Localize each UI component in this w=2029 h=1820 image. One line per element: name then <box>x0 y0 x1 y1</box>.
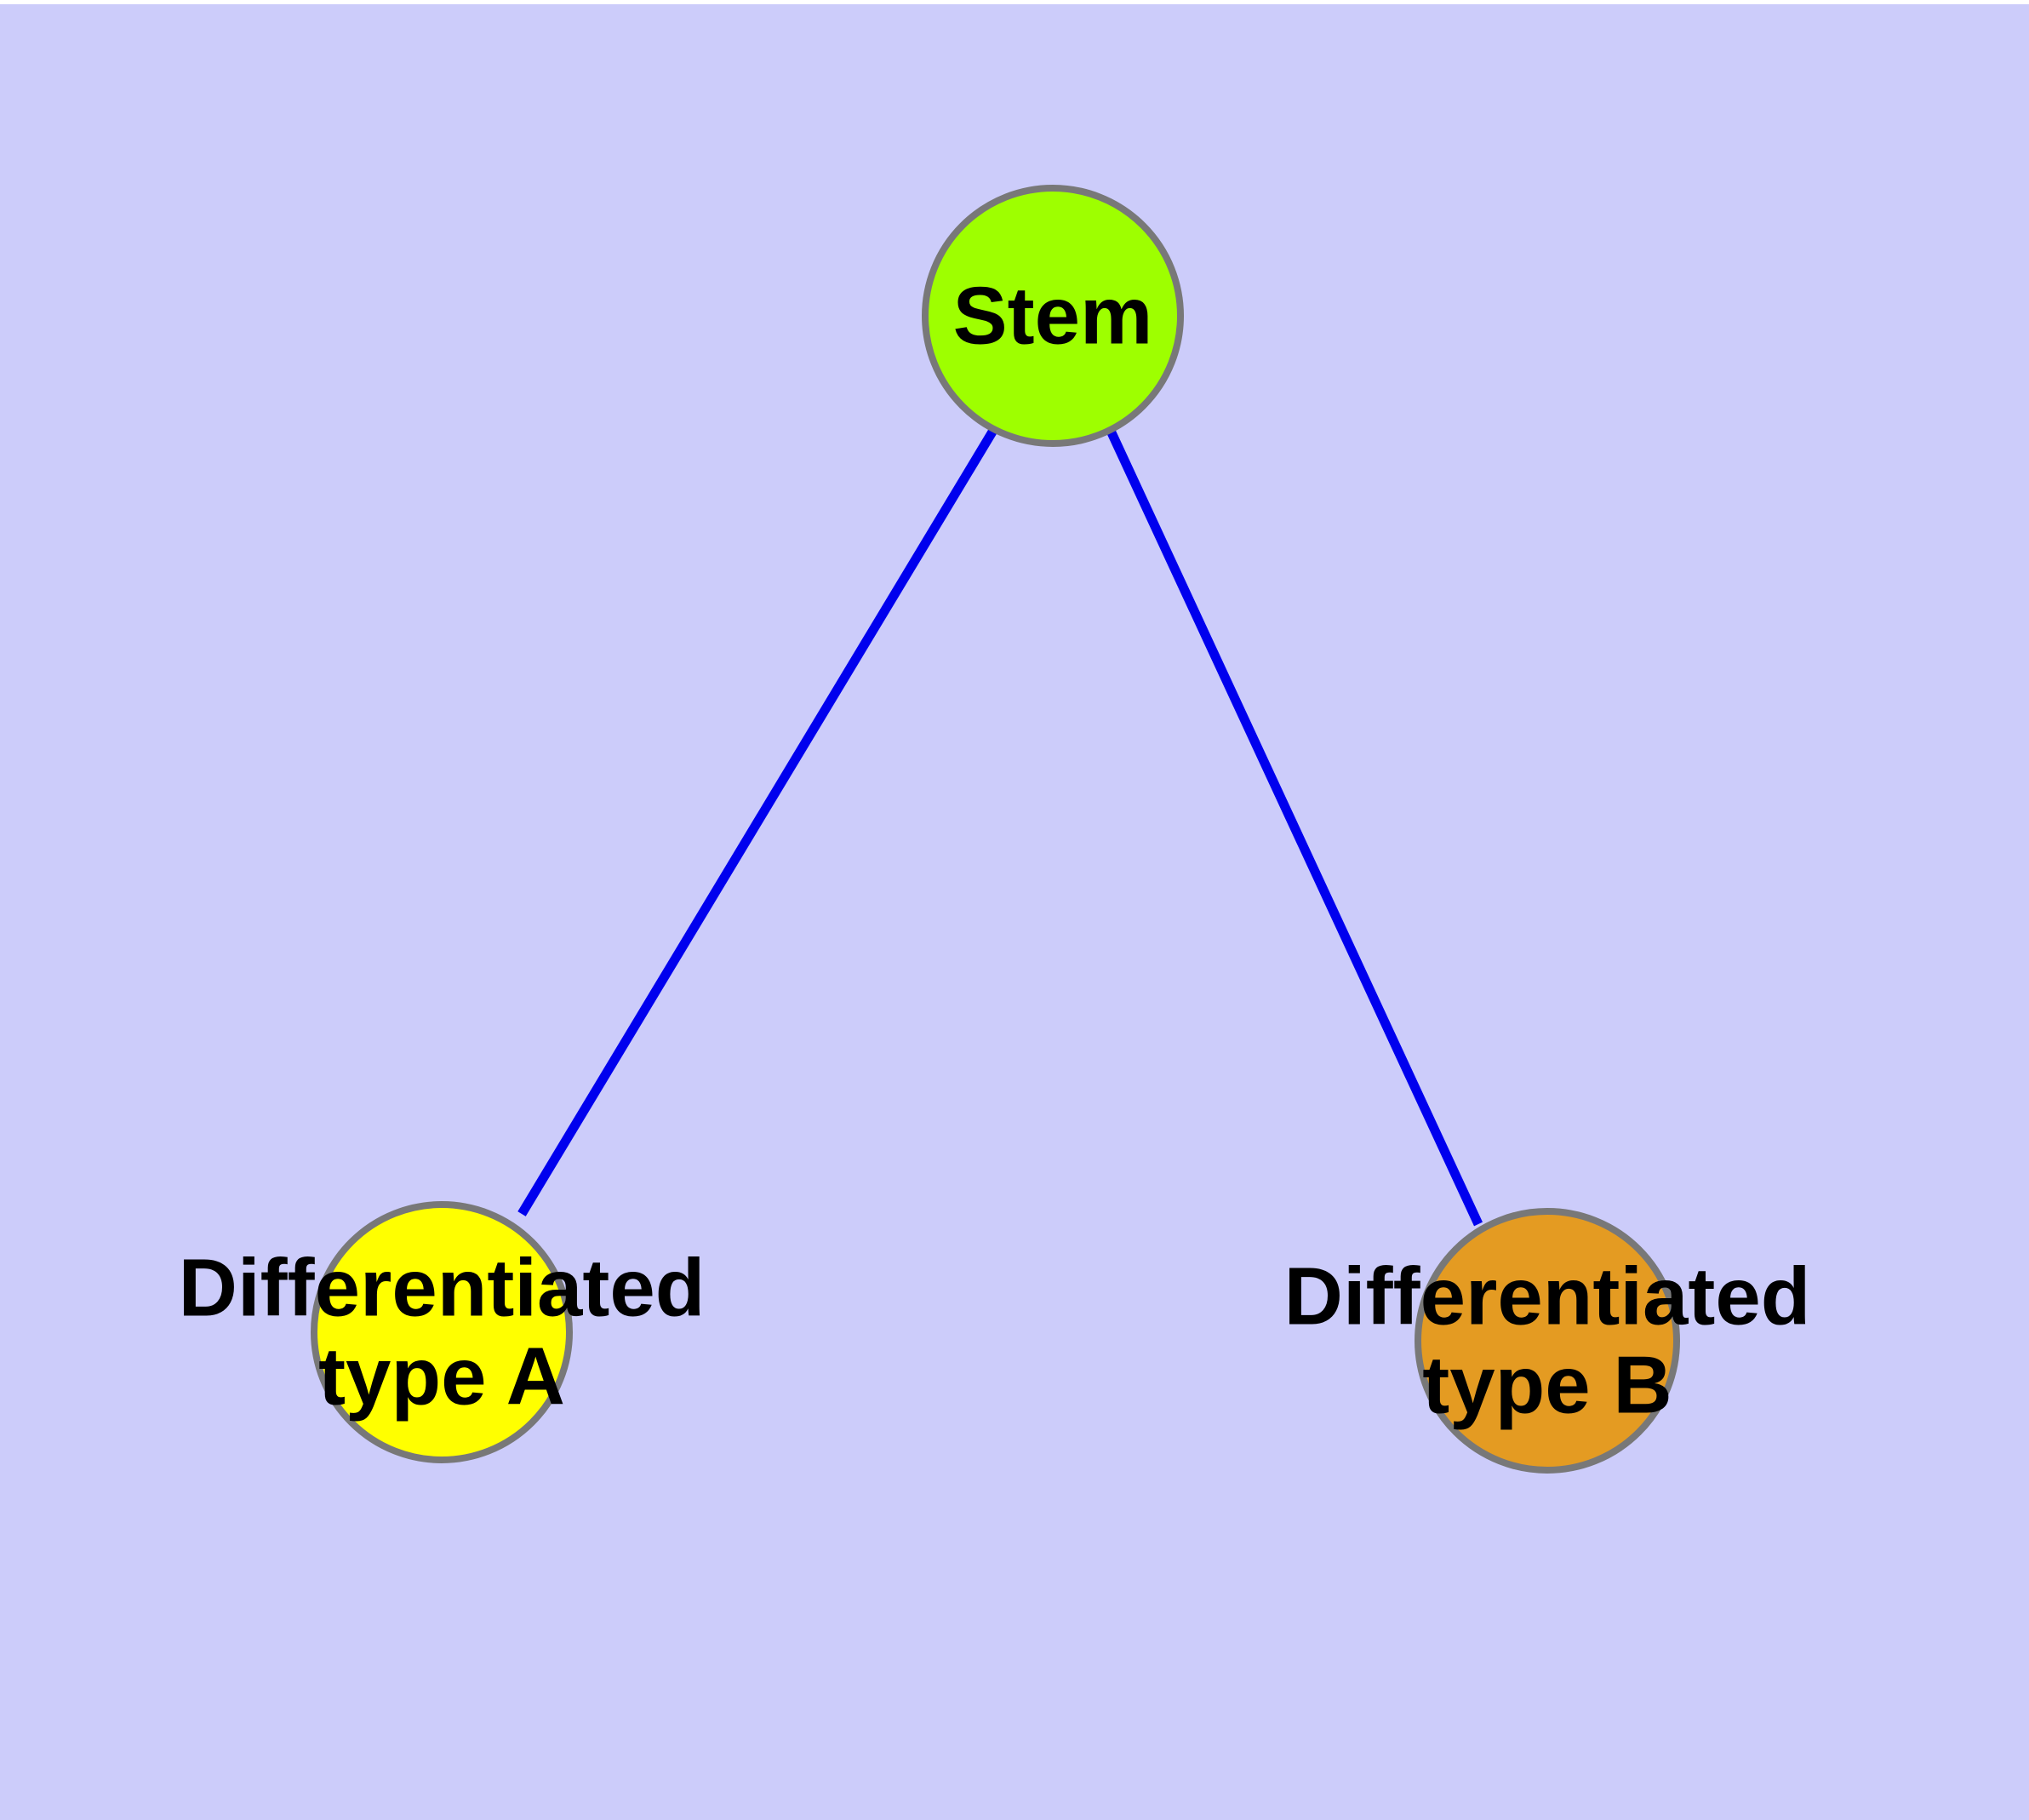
edge-stem-to-differentiated-type-a[interactable] <box>517 426 998 1216</box>
node-label-line: Differentiated <box>179 1243 706 1334</box>
node-stem-label: Stem <box>953 271 1153 362</box>
node-differentiated-type-a-circle[interactable] <box>311 1201 573 1463</box>
node-layer <box>311 185 1680 1474</box>
edge-stem-to-differentiated-type-b[interactable] <box>1106 428 1483 1227</box>
node-label-line: Stem <box>953 271 1153 362</box>
node-label-line: type B <box>1422 1340 1672 1431</box>
edge-layer <box>517 426 1483 1227</box>
node-differentiated-type-b-circle[interactable] <box>1415 1208 1680 1474</box>
node-label-line: type A <box>318 1331 565 1422</box>
node-stem-circle[interactable] <box>922 185 1184 447</box>
top-white-strip <box>0 0 2029 4</box>
node-label-line: Differentiated <box>1284 1251 1811 1342</box>
